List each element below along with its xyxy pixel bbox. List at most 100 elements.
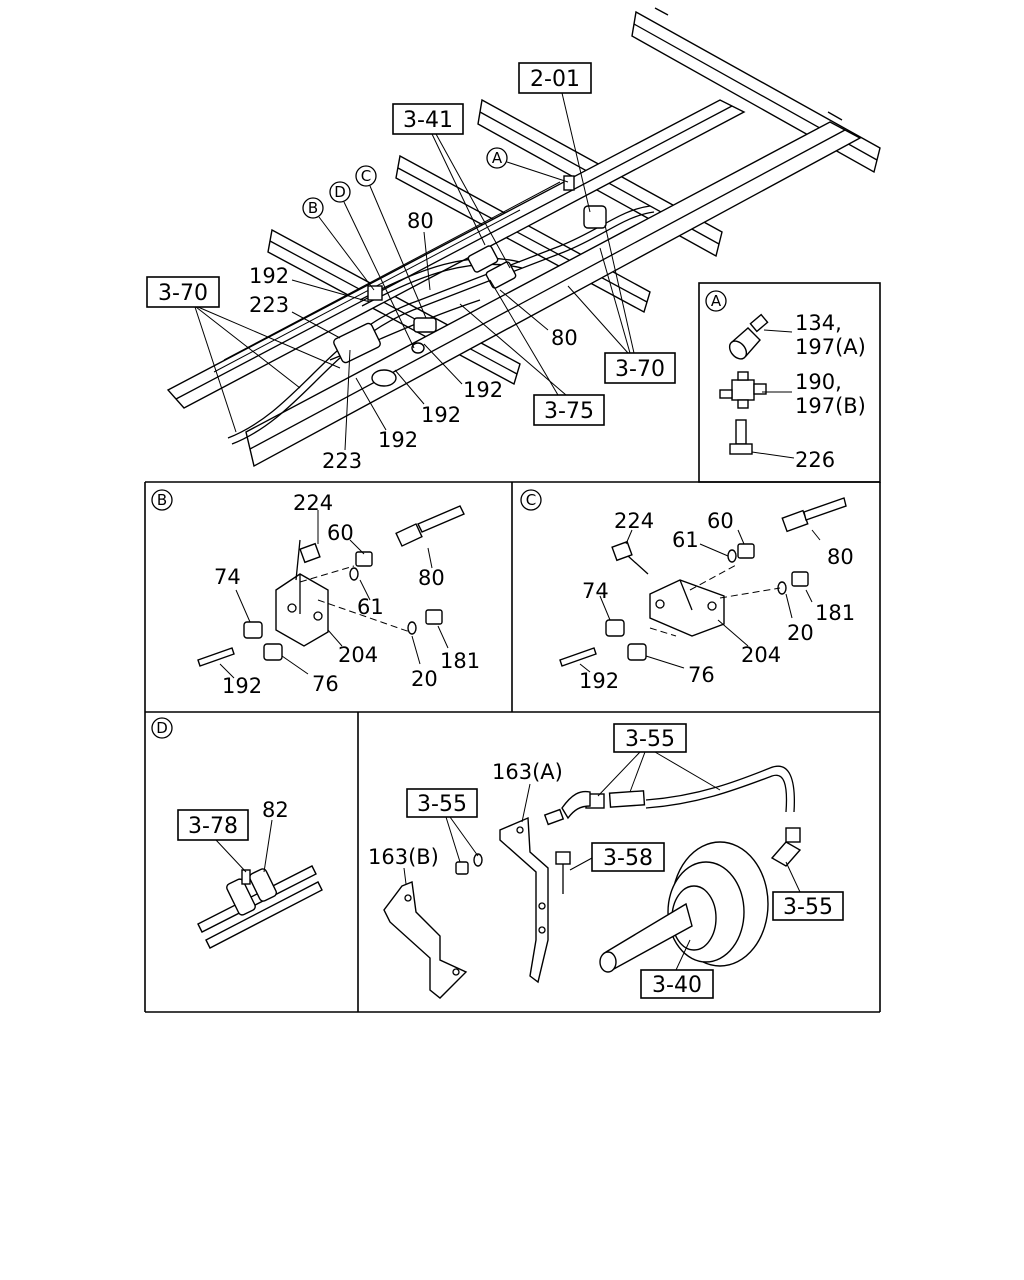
- main-chassis-view: 2-01 3-41 3-70 3-70 3-75: [146, 7, 881, 473]
- ref-box-3-55-top: 3-55: [613, 723, 687, 753]
- panel-e-label-163a: 163(A): [492, 760, 563, 784]
- washer-20: [407, 621, 417, 635]
- ref-box-2-01: 2-01: [518, 62, 592, 94]
- panel-b-label-76: 76: [312, 672, 339, 696]
- svg-text:3-55: 3-55: [783, 895, 833, 920]
- panel-c-label-204: 204: [741, 643, 781, 667]
- panel-c-label-20: 20: [787, 621, 814, 645]
- panel-d-circle: D: [156, 719, 168, 737]
- frame-rails-long: [166, 99, 862, 468]
- bolt-224: [295, 539, 321, 581]
- panel-c-circle: C: [526, 491, 536, 509]
- ref-box-3-70-left: 3-70: [146, 276, 220, 308]
- svg-text:3-58: 3-58: [603, 846, 653, 871]
- panel-b-label-20: 20: [411, 667, 438, 691]
- part-label-223-bottom: 223: [322, 449, 362, 473]
- svg-text:3-40: 3-40: [652, 973, 702, 998]
- nut-76: [627, 643, 647, 661]
- pipe-80: [395, 505, 465, 547]
- panel-b-label-74: 74: [214, 565, 241, 589]
- vacuum-hose: [543, 765, 796, 826]
- detail-panel-e: 3-55 163(A) 3-55 163(B) 3-58 3-55 3-40: [368, 723, 844, 999]
- svg-text:3-41: 3-41: [403, 108, 453, 133]
- svg-text:2-01: 2-01: [530, 67, 580, 92]
- panel-b-label-192: 192: [222, 674, 262, 698]
- nut-181: [425, 609, 443, 625]
- part-label-223-top: 223: [249, 293, 289, 317]
- panel-a-label-226: 226: [795, 448, 835, 472]
- elbow-fitting: [728, 313, 769, 360]
- svg-text:3-70: 3-70: [615, 357, 665, 382]
- bracket-163b: [383, 881, 468, 999]
- detail-panel-b: B 224 60: [151, 489, 480, 698]
- callout-circle-c: C: [355, 165, 377, 187]
- nut-60: [355, 551, 373, 567]
- panel-a-label-190: 190,: [795, 370, 842, 394]
- part-label-80-right: 80: [551, 326, 578, 350]
- bracket-204: [275, 573, 329, 647]
- callout-circle-d: D: [329, 181, 351, 203]
- elbow-connector: [770, 827, 802, 867]
- hex-bolt: [729, 419, 753, 455]
- detail-panel-d: D 3-78 82: [151, 717, 323, 949]
- svg-text:3-55: 3-55: [417, 792, 467, 817]
- panel-c-label-224: 224: [614, 509, 654, 533]
- panel-a-label-134: 134,: [795, 311, 842, 335]
- svg-text:3-75: 3-75: [544, 399, 594, 424]
- pipe-192: [197, 647, 235, 667]
- bracket-204: [649, 579, 725, 637]
- panel-a-label-197a: 197(A): [795, 335, 866, 359]
- panel-b-circle: B: [157, 491, 167, 509]
- ref-box-3-70-right: 3-70: [604, 352, 676, 384]
- ref-box-3-41: 3-41: [392, 103, 464, 135]
- fittings: [333, 175, 607, 387]
- nut-60: [737, 543, 755, 559]
- washer-61: [727, 549, 737, 563]
- ref-box-3-58: 3-58: [591, 842, 665, 872]
- part-label-80-top: 80: [407, 209, 434, 233]
- svg-text:D: D: [334, 183, 346, 201]
- panel-b-label-61: 61: [357, 595, 384, 619]
- panel-b-label-181: 181: [440, 649, 480, 673]
- svg-text:C: C: [361, 167, 371, 185]
- pipe-clip-82: [226, 868, 278, 916]
- svg-text:3-70: 3-70: [158, 281, 208, 306]
- panel-a-label-197b: 197(B): [795, 394, 866, 418]
- panel-a-circle: A: [711, 292, 722, 310]
- nut-74: [605, 619, 625, 637]
- panel-b-label-204: 204: [338, 643, 378, 667]
- svg-text:3-55: 3-55: [625, 727, 675, 752]
- vacuum-tank: [599, 841, 769, 973]
- panel-b-label-224: 224: [293, 491, 333, 515]
- bracket-163a: [499, 816, 549, 984]
- nut-74: [243, 621, 263, 639]
- svg-text:B: B: [308, 199, 318, 217]
- ref-box-3-75: 3-75: [533, 394, 605, 426]
- nut-76: [263, 643, 283, 661]
- panel-c-label-60: 60: [707, 509, 734, 533]
- panel-c-label-61: 61: [672, 528, 699, 552]
- panel-d-label-82: 82: [262, 798, 289, 822]
- panel-b-label-80: 80: [418, 566, 445, 590]
- ref-box-3-40: 3-40: [640, 969, 714, 999]
- pipe-pair: [197, 865, 323, 949]
- washer-61: [349, 567, 359, 581]
- svg-text:3-78: 3-78: [188, 814, 238, 839]
- panel-c-label-192: 192: [579, 669, 619, 693]
- panel-b-label-60: 60: [327, 521, 354, 545]
- part-label-192-r2: 192: [421, 403, 461, 427]
- ref-box-3-78: 3-78: [177, 809, 249, 841]
- detail-panel-a: A 134, 197(A) 190, 197(B) 226: [705, 290, 866, 472]
- callout-circle-a: A: [486, 147, 508, 169]
- ref-box-3-55-left: 3-55: [406, 788, 478, 818]
- panel-c-label-80: 80: [827, 545, 854, 569]
- bolt-224: [611, 540, 649, 575]
- panel-c-label-74: 74: [582, 579, 609, 603]
- detail-panel-c: C 224: [520, 489, 855, 693]
- part-label-192-bottom: 192: [378, 428, 418, 452]
- tee-fitting: [719, 371, 767, 409]
- panel-e-label-163b: 163(B): [368, 845, 439, 869]
- nut-181: [791, 571, 809, 587]
- pipe-80: [781, 497, 847, 533]
